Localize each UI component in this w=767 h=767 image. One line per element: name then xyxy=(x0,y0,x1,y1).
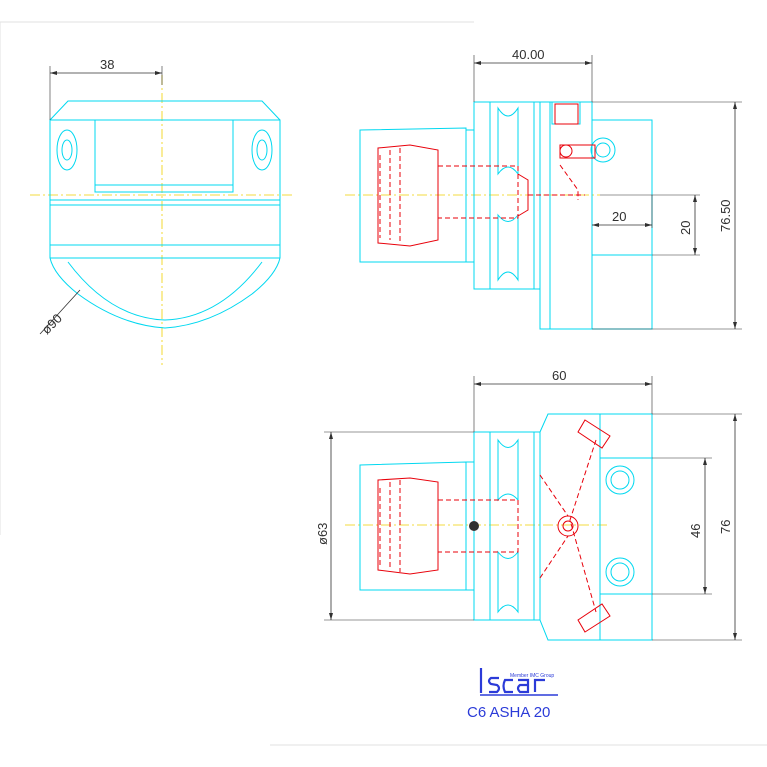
part-code: C6 ASHA 20 xyxy=(467,704,550,721)
dim-dia-90: ø90 xyxy=(39,311,65,337)
dim-20-horizontal: 20 xyxy=(612,209,626,224)
dim-dia-63: ø63 xyxy=(315,523,330,545)
dim-40: 40.00 xyxy=(512,47,545,62)
view-end-top-left: 38 ø90 xyxy=(30,57,292,365)
dim-60: 60 xyxy=(552,368,566,383)
dim-20-vertical: 20 xyxy=(678,221,693,235)
dim-76: 76 xyxy=(718,520,733,534)
sheet-frame xyxy=(0,21,767,746)
view-plan-bottom: 60 ø63 46 76 xyxy=(315,368,742,641)
view-side-top-right: 40.00 20 20 76.50 xyxy=(345,47,742,330)
dim-46: 46 xyxy=(688,524,703,538)
dim-76-50: 76.50 xyxy=(718,199,733,232)
dim-38: 38 xyxy=(100,57,114,72)
iscar-logo: Member IMC Group xyxy=(479,668,558,696)
logo-tagline: Member IMC Group xyxy=(510,673,554,679)
